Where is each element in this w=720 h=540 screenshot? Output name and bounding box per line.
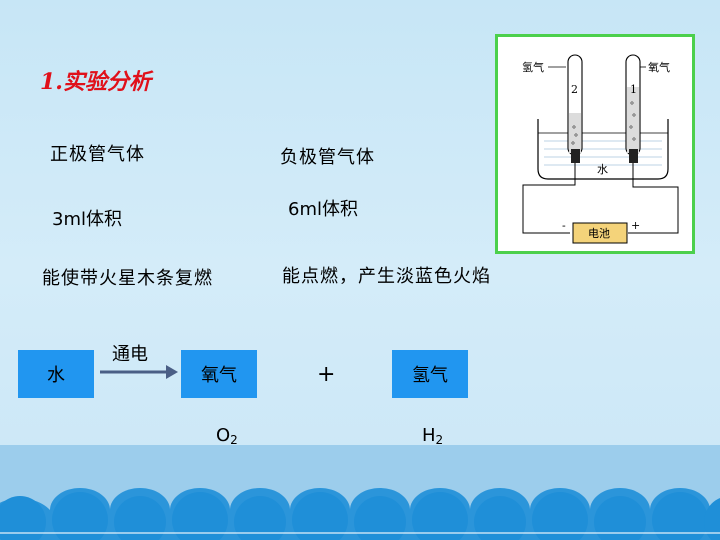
oxygen-box: 氧气 — [181, 350, 257, 398]
oxygen-formula: O2 — [216, 425, 238, 447]
battery-plus: + — [631, 219, 640, 232]
water-box: 水 — [18, 350, 94, 398]
plus-sign: + — [317, 362, 337, 387]
electrolysis-diagram: 氢气 氧气 2 1 — [522, 54, 679, 244]
hydrogen-label: 氢气 — [522, 60, 544, 74]
battery-minus: - — [562, 219, 566, 232]
reaction-arrow — [100, 365, 178, 379]
wave-decoration — [0, 488, 720, 540]
oxygen-label: 氧气 — [648, 60, 670, 74]
electrolysis-figure: 氢气 氧气 2 1 — [495, 34, 695, 254]
condition-label: 通电 — [112, 344, 148, 365]
hydrogen-box: 氢气 — [392, 350, 468, 398]
negative-gas-label: 负极管气体 — [280, 147, 375, 168]
tube-number-right: 1 — [630, 83, 637, 96]
water-label: 水 — [597, 163, 608, 176]
positive-gas-label: 正极管气体 — [50, 144, 145, 165]
positive-volume: 3ml体积 — [52, 209, 122, 230]
tube-number-left: 2 — [571, 83, 578, 96]
section-title: 1.实验分析 — [40, 69, 151, 95]
battery-label: 电池 — [588, 227, 610, 240]
positive-property: 能使带火星木条复燃 — [42, 268, 213, 289]
negative-volume: 6ml体积 — [288, 199, 358, 220]
negative-property: 能点燃，产生淡蓝色火焰 — [282, 266, 491, 287]
hydrogen-formula: H2 — [422, 425, 444, 447]
